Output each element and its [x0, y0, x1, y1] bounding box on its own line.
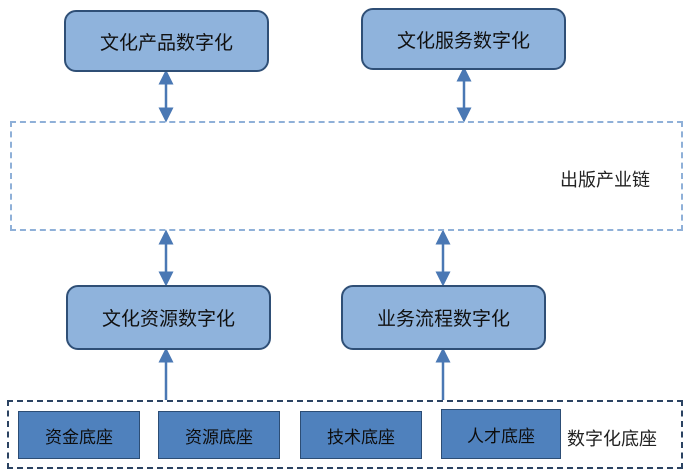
base-item-technology: 技术底座	[300, 411, 422, 459]
publishing-chain-frame	[10, 121, 683, 231]
base-item-label: 资金底座	[45, 427, 113, 448]
product-digitization-box: 文化产品数字化	[64, 10, 269, 72]
base-item-label: 资源底座	[185, 427, 253, 448]
base-item-funding: 资金底座	[18, 411, 140, 459]
service-digitization-box: 文化服务数字化	[361, 8, 566, 70]
product-digitization-label: 文化产品数字化	[99, 31, 233, 54]
digital-base-label: 数字化底座	[567, 429, 657, 450]
process-digitization-label: 业务流程数字化	[376, 308, 510, 330]
digital-base-frame	[7, 400, 683, 469]
base-item-label: 技术底座	[327, 427, 395, 448]
base-item-talent: 人才底座	[441, 409, 561, 459]
resource-digitization-box: 文化资源数字化	[66, 285, 271, 350]
resource-digitization-label: 文化资源数字化	[101, 308, 235, 330]
base-item-resources: 资源底座	[158, 411, 280, 459]
process-digitization-box: 业务流程数字化	[341, 285, 546, 350]
publishing-chain-label: 出版产业链	[560, 170, 650, 191]
base-item-label: 人才底座	[467, 426, 535, 447]
service-digitization-label: 文化服务数字化	[396, 29, 530, 52]
